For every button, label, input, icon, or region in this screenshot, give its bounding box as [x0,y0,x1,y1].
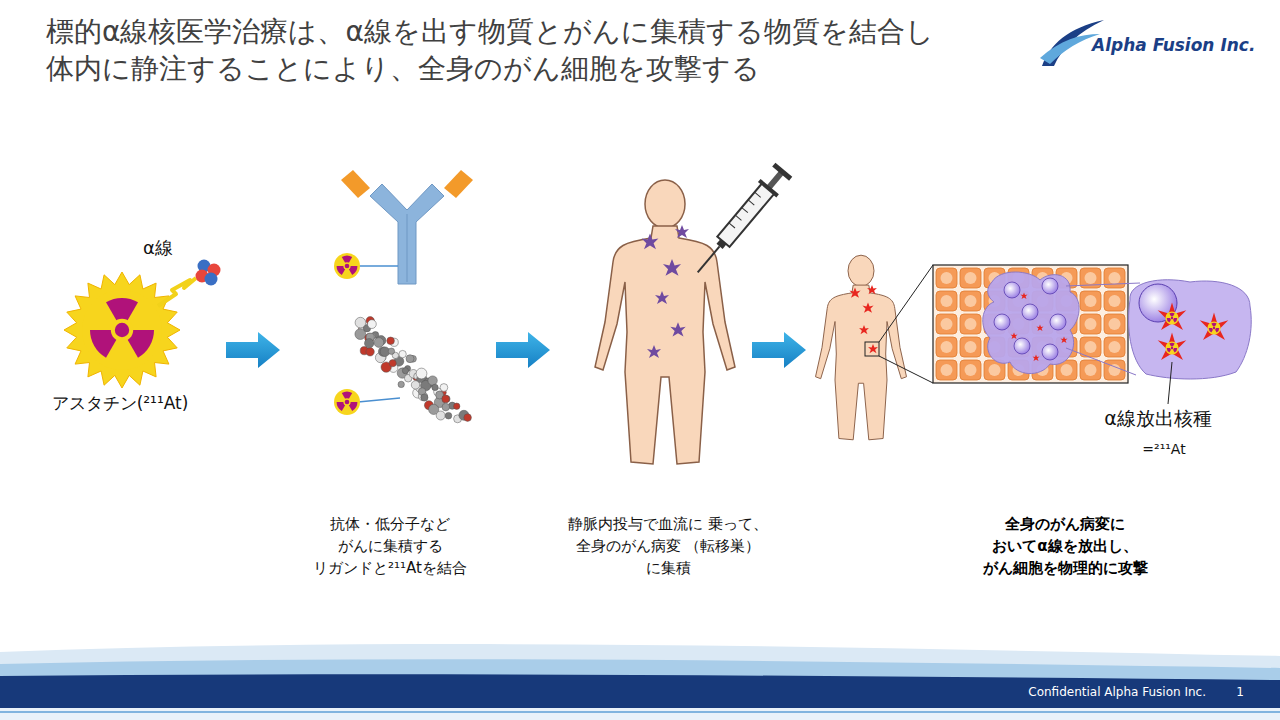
cell-nucleus [965,364,977,376]
atom [406,355,414,363]
atom [355,329,366,340]
cell-nucleus [965,272,977,284]
tissue-cell [1080,314,1101,334]
atom [399,350,406,357]
step-caption: 静脈内投与で血流に 乗って、全身のがん病変 （転移巣）に集積 [568,514,768,579]
page-number: 1 [1236,685,1244,701]
tissue-cell [936,314,957,334]
tissue-cell [960,291,981,311]
tissue-cell [960,314,981,334]
slide-title: 標的α線核医学治療は、α線を出す物質とがんに集積する物質を結合し 体内に静注する… [46,14,1006,88]
tissue-cell [936,268,957,288]
tissue-cell [1080,360,1101,380]
cell-nucleus [941,318,953,330]
cell-nucleus [1061,364,1073,376]
atom [389,360,396,367]
atom [402,368,408,374]
nuclide-label: アスタチン(²¹¹At) [52,392,189,414]
atom [388,348,394,354]
tissue-cell [1104,314,1125,334]
callout-label: α線放出核種 [1104,406,1212,431]
tissue-cell [936,360,957,380]
cell-nucleus [941,341,953,353]
cell-nucleus [965,295,977,307]
callout-value: =²¹¹At [1142,440,1185,458]
footer-text: Confidential Alpha Fusion Inc. [1028,685,1206,701]
tissue-cell [1080,291,1101,311]
atom [416,368,427,379]
tissue-cell [936,337,957,357]
atom [445,412,452,419]
atom [355,317,366,328]
tissue-cell [960,360,981,380]
step-caption: 全身のがん病変に おいてα線を放出し、 がん細胞を物理的に攻撃 [965,514,1165,579]
step-caption: 抗体・低分子など がんに集積する リガンドと²¹¹Atを結合 [295,514,485,579]
cell-nucleus [965,318,977,330]
tissue-cell [960,268,981,288]
cell-nucleus [1109,318,1121,330]
atom [368,320,377,329]
cell-nucleus [1109,295,1121,307]
cell-nucleus [1109,272,1121,284]
atom [442,395,450,403]
atom [365,339,374,348]
logo-text: Alpha Fusion Inc. [1092,34,1255,56]
atom [454,403,460,409]
tissue-cell [1104,291,1125,311]
atom [464,414,472,422]
atom [398,381,404,387]
atom [436,411,445,420]
tissue-cell [1104,337,1125,357]
tissue-cell [936,291,957,311]
cell-nucleus [1085,272,1097,284]
cell-nucleus [1085,341,1097,353]
atom [374,338,384,348]
atom [411,381,419,389]
atom [442,403,450,411]
cell-nucleus [1085,364,1097,376]
tissue-cell [1080,337,1101,357]
cell-nucleus [1109,341,1121,353]
starburst [64,272,180,388]
atom [428,376,437,385]
cell-nucleus [965,341,977,353]
atom [432,384,438,390]
atom [366,348,374,356]
tissue-cell [1104,268,1125,288]
cell-nucleus [941,364,953,376]
cell-nucleus [989,364,1001,376]
tissue-cell [960,337,981,357]
atom [421,394,428,401]
cell-nucleus [1085,295,1097,307]
alpha-label: α線 [143,236,173,259]
cell-nucleus [1109,364,1121,376]
cell-nucleus [1085,318,1097,330]
atom [387,337,395,345]
cell-nucleus [941,272,953,284]
cell-nucleus [941,295,953,307]
